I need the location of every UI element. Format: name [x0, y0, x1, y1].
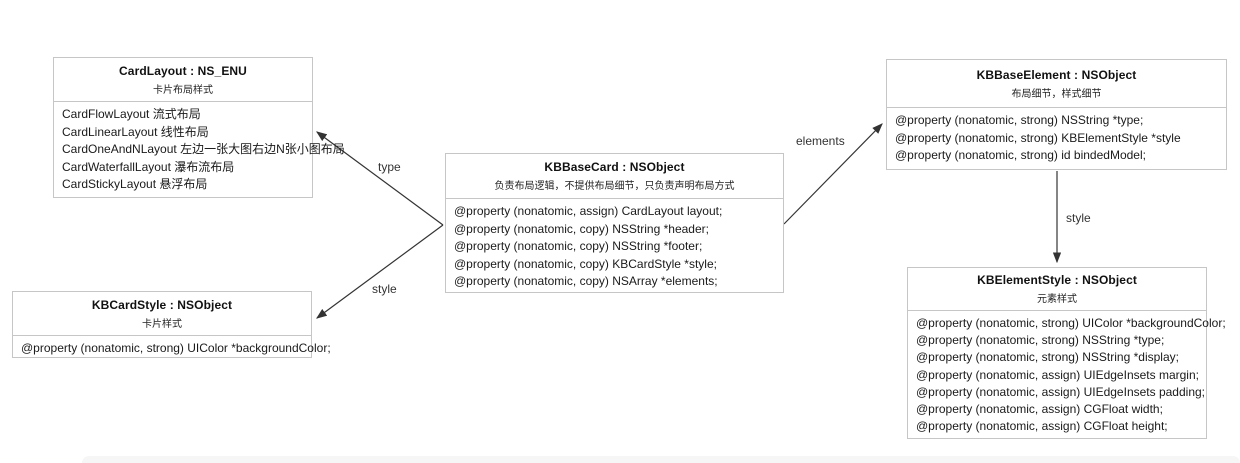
class-box-kbbasecard: KBBaseCard : NSObject 负责布局逻辑，不提供布局细节，只负责… [445, 153, 784, 293]
class-subtitle: 元素样式 [1037, 294, 1077, 305]
class-box-kbcardstyle: KBCardStyle : NSObject 卡片样式 @property (n… [12, 291, 331, 358]
property-item: @property (nonatomic, strong) NSString *… [916, 333, 1165, 348]
property-item: @property (nonatomic, strong) KBElementS… [895, 130, 1181, 145]
class-header: CardLayout : NS_ENU 卡片布局样式 [54, 58, 312, 102]
enum-item: CardOneAndNLayout 左边一张大图右边N张小图布局 [62, 142, 345, 156]
class-box-kbbaseelement: KBBaseElement : NSObject 布局细节，样式细节 @prop… [886, 59, 1227, 170]
enum-item: CardStickyLayout 悬浮布局 [62, 177, 208, 191]
class-title: CardLayout : NS_ENU [119, 63, 247, 78]
class-header: KBElementStyle : NSObject 元素样式 [908, 268, 1206, 311]
property-item: @property (nonatomic, assign) UIEdgeInse… [916, 384, 1206, 399]
property-item: @property (nonatomic, copy) NSString *fo… [454, 239, 703, 253]
bottom-panel-edge [82, 456, 1240, 463]
property-item: @property (nonatomic, copy) NSArray *ele… [454, 274, 718, 288]
class-box-kbelementstyle: KBElementStyle : NSObject 元素样式 @property… [907, 267, 1226, 439]
class-subtitle: 卡片布局样式 [153, 84, 213, 96]
class-subtitle: 负责布局逻辑，不提供布局细节，只负责声明布局方式 [494, 181, 735, 192]
property-item: @property (nonatomic, strong) NSString *… [916, 350, 1179, 365]
class-subtitle: 布局细节，样式细节 [1011, 88, 1102, 100]
class-header: KBBaseCard : NSObject 负责布局逻辑，不提供布局细节，只负责… [446, 154, 783, 199]
property-item: @property (nonatomic, strong) NSString *… [895, 113, 1144, 127]
property-item: @property (nonatomic, assign) UIEdgeInse… [916, 367, 1199, 382]
edge-style-to-cardstyle-arrow [316, 224, 444, 319]
class-title: KBBaseCard : NSObject [544, 160, 685, 174]
property-item: @property (nonatomic, assign) CGFloat he… [916, 419, 1168, 434]
property-item: @property (nonatomic, copy) NSString *he… [454, 221, 709, 236]
enum-item: CardFlowLayout 流式布局 [62, 107, 201, 121]
edge-label-elements: elements [796, 134, 845, 148]
property-item: @property (nonatomic, copy) KBCardStyle … [454, 256, 717, 271]
class-header: KBCardStyle : NSObject 卡片样式 [13, 292, 311, 336]
property-item: @property (nonatomic, strong) id bindedM… [895, 148, 1146, 162]
property-item: @property (nonatomic, assign) CGFloat wi… [916, 402, 1163, 417]
property-item: @property (nonatomic, strong) UIColor *b… [21, 341, 331, 355]
edge-label-type: type [378, 160, 401, 174]
enum-item: CardLinearLayout 线性布局 [62, 124, 209, 139]
edge-label-style-card: style [372, 282, 397, 296]
enum-item: CardWaterfallLayout 瀑布流布局 [62, 159, 235, 174]
class-member-list: @property (nonatomic, strong) UIColor *b… [13, 336, 331, 362]
class-title: KBCardStyle : NSObject [91, 297, 233, 312]
class-title: KBBaseElement : NSObject [976, 67, 1137, 82]
edge-label-style-element: style [1066, 211, 1091, 225]
class-title: KBElementStyle : NSObject [977, 273, 1137, 287]
class-box-cardlayout: CardLayout : NS_ENU 卡片布局样式 CardFlowLayou… [53, 57, 345, 198]
class-subtitle: 卡片样式 [142, 318, 182, 330]
property-item: @property (nonatomic, strong) UIColor *b… [916, 316, 1226, 330]
class-member-list: @property (nonatomic, strong) NSString *… [887, 108, 1226, 169]
class-member-list: CardFlowLayout 流式布局 CardLinearLayout 线性布局… [54, 102, 345, 198]
class-header: KBBaseElement : NSObject 布局细节，样式细节 [887, 60, 1226, 108]
class-member-list: @property (nonatomic, assign) CardLayout… [446, 199, 783, 295]
class-member-list: @property (nonatomic, strong) UIColor *b… [908, 311, 1226, 439]
property-item: @property (nonatomic, assign) CardLayout… [454, 204, 723, 218]
